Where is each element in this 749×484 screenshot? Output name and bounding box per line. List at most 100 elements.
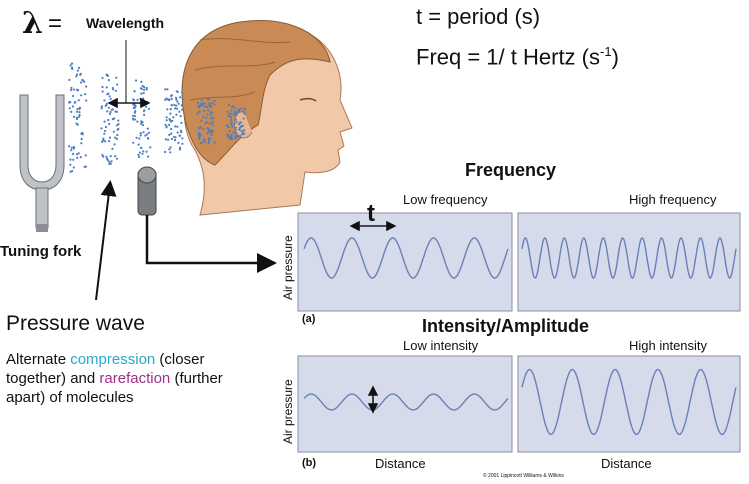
molecule-dot [200,119,203,122]
molecule-dot [85,99,88,102]
molecule-dot [181,142,184,145]
rarefaction-term: rarefaction [99,370,171,387]
molecule-dot [133,90,136,93]
molecule-dot [180,121,183,124]
molecule-dot [72,145,75,149]
molecule-dot [142,131,145,134]
molecule-dot [105,86,108,89]
molecule-dot [103,132,106,135]
molecule-dot [207,130,210,133]
molecule-dot [134,79,138,82]
molecule-dot [138,155,141,159]
molecule-dot [103,120,106,123]
molecule-dot [132,141,135,144]
molecule-dot [201,104,204,107]
tuning-fork-label: Tuning fork [0,243,82,260]
molecule-dot [202,128,205,131]
molecule-dot [236,135,239,138]
molecule-dot [81,131,84,135]
molecule-dot [109,110,112,114]
molecule-dot [170,127,173,131]
molecule-dot [212,116,215,119]
molecule-dot [73,101,76,104]
molecule-dot [84,154,87,157]
molecule-dot [108,136,112,139]
molecule-dot [213,103,216,106]
molecule-dot [230,135,233,138]
molecule-dot [103,99,106,102]
molecule-dot [177,141,180,144]
molecule-dot [114,110,117,113]
molecule-dot [76,156,79,159]
molecule-dot [238,123,241,126]
high-frequency-wave [521,237,737,279]
pressure-wave-pointer [95,180,117,301]
molecule-dot [234,128,237,132]
molecule-dot [110,108,113,111]
molecule-dot [174,107,177,110]
molecule-dot [206,113,209,116]
molecule-dot [147,107,151,110]
molecule-dot [106,110,109,113]
molecule-dot [234,112,237,115]
molecule-dot [78,111,81,114]
molecule-dot [239,125,242,128]
molecule-dot [205,121,209,124]
molecule-dot [170,94,173,98]
intensity-y-axis-label: Air pressure [281,379,295,444]
molecule-dot [240,129,243,132]
molecule-dot [237,108,240,111]
molecule-dot [107,106,110,109]
molecule-dot [109,97,112,101]
molecule-dot [68,107,71,110]
molecule-dot [100,127,103,130]
molecule-dot [205,116,208,119]
molecule-dot [76,73,79,76]
low-intensity-label: Low intensity [403,338,479,353]
molecule-dot [142,97,145,100]
molecule-dot [229,115,232,118]
molecule-dot [79,156,82,159]
molecule-dot [106,93,109,96]
molecule-dot [203,140,206,143]
molecule-dot [241,133,244,136]
molecule-dot [116,124,119,127]
molecule-dot [102,137,105,140]
molecule-dot [132,118,135,121]
molecule-dot [206,98,209,101]
high-frequency-label: High frequency [629,192,717,207]
molecule-dot [208,122,211,125]
molecule-dot [137,153,140,157]
molecule-dot [174,125,177,128]
molecule-dot [77,66,81,69]
panel-a-tag: (a) [302,313,316,325]
lambda-symbol: λ [22,6,44,41]
molecule-dot [112,130,115,133]
molecule-dot [230,118,233,121]
molecule-dot [135,136,138,139]
molecule-dot [136,98,139,101]
molecule-dot [110,160,113,163]
molecule-dot [206,132,209,135]
molecule-dot [168,148,171,151]
molecule-dot [140,80,143,83]
molecule-dot [228,104,231,107]
molecule-dot [147,131,151,134]
molecule-dot [72,115,76,118]
molecule-dot [115,76,118,79]
molecule-dot [169,146,172,149]
molecule-dot [243,112,246,115]
molecule-dot [145,133,149,136]
molecule-dot [70,86,73,89]
molecule-dot [106,74,110,77]
molecule-dot [243,129,246,132]
molecule-dot [178,110,181,113]
molecule-dot [69,101,72,104]
molecule-dot [133,111,136,114]
molecule-dot [181,97,184,101]
molecule-dot [234,118,237,121]
molecule-dot [165,126,168,129]
molecule-dot [72,166,75,169]
molecule-dot [174,139,177,142]
molecule-dot [145,150,148,153]
